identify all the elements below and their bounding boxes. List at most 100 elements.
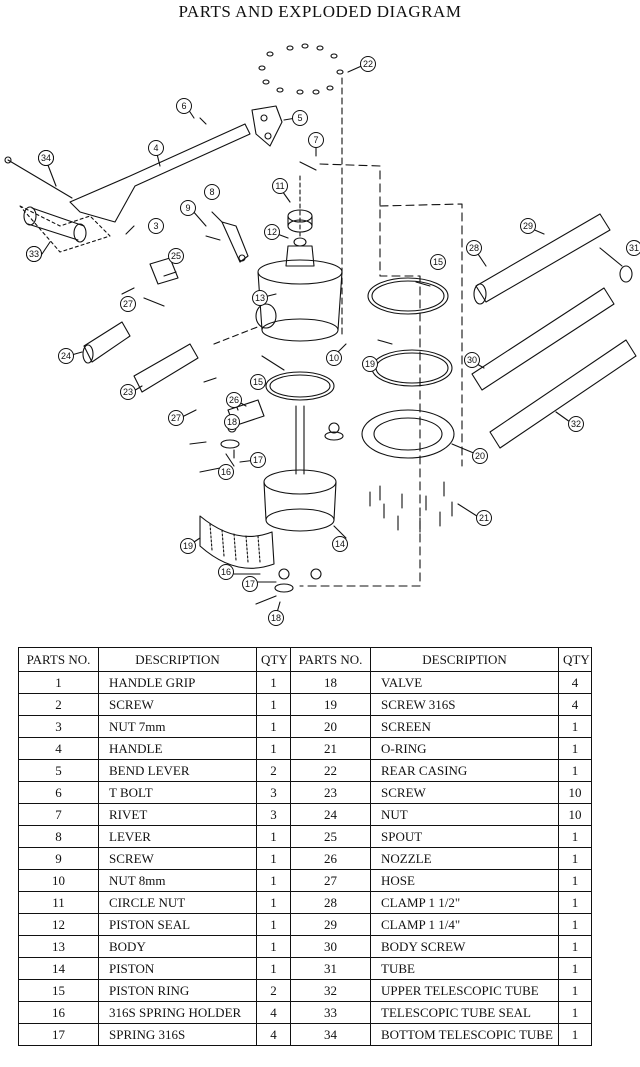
cell-description-2: SCREW 316S xyxy=(370,693,559,716)
cell-description-2: SPOUT xyxy=(370,825,559,848)
cell-parts-no-2: 33 xyxy=(290,1001,371,1024)
callout-label: 8 xyxy=(209,187,214,197)
cell-parts-no-2: 28 xyxy=(290,891,371,914)
cell-parts-no: 3 xyxy=(18,715,99,738)
cell-qty: 1 xyxy=(256,825,291,848)
callout-label: 18 xyxy=(227,417,237,427)
callout-16: 16 xyxy=(218,464,234,480)
callout-label: 19 xyxy=(183,541,193,551)
callout-label: 30 xyxy=(467,355,477,365)
cell-qty: 1 xyxy=(256,715,291,738)
cell-qty-2: 1 xyxy=(558,979,592,1002)
cell-parts-no: 17 xyxy=(18,1023,99,1046)
callout-label: 4 xyxy=(153,143,158,153)
cell-parts-no-2: 34 xyxy=(290,1023,371,1046)
callout-label: 29 xyxy=(523,221,533,231)
cell-description-2: TELESCOPIC TUBE SEAL xyxy=(370,1001,559,1024)
callout-20: 20 xyxy=(472,448,488,464)
callout-label: 19 xyxy=(365,359,375,369)
cell-description-2: NUT xyxy=(370,803,559,826)
cell-qty: 1 xyxy=(256,935,291,958)
callout-label: 3 xyxy=(153,221,158,231)
callout-label: 7 xyxy=(313,135,318,145)
cell-description-2: BODY SCREW xyxy=(370,935,559,958)
cell-qty-2: 1 xyxy=(558,847,592,870)
cell-parts-no: 13 xyxy=(18,935,99,958)
callout-6: 6 xyxy=(176,98,192,114)
callout-25: 25 xyxy=(168,248,184,264)
header-qty-2: QTY xyxy=(558,647,592,672)
callout-19: 19 xyxy=(180,538,196,554)
cell-description-2: CLAMP 1 1/4" xyxy=(370,913,559,936)
cell-description: RIVET xyxy=(98,803,257,826)
cell-description-2: HOSE xyxy=(370,869,559,892)
cell-qty-2: 10 xyxy=(558,803,592,826)
cell-qty-2: 1 xyxy=(558,935,592,958)
cell-parts-no: 4 xyxy=(18,737,99,760)
cell-description: CIRCLE NUT xyxy=(98,891,257,914)
callout-29: 29 xyxy=(520,218,536,234)
cell-description: PISTON SEAL xyxy=(98,913,257,936)
cell-qty: 4 xyxy=(256,1001,291,1024)
callout-label: 22 xyxy=(363,59,373,69)
callout-label: 28 xyxy=(469,243,479,253)
callout-18: 18 xyxy=(268,610,284,626)
cell-parts-no-2: 26 xyxy=(290,847,371,870)
cell-qty-2: 1 xyxy=(558,715,592,738)
cell-qty-2: 10 xyxy=(558,781,592,804)
parts-table: PARTS NO. DESCRIPTION QTY PARTS NO. DESC… xyxy=(18,647,592,1046)
cell-parts-no: 14 xyxy=(18,957,99,980)
cell-qty-2: 1 xyxy=(558,1023,592,1046)
cell-parts-no: 10 xyxy=(18,869,99,892)
cell-qty-2: 1 xyxy=(558,891,592,914)
callout-15: 15 xyxy=(250,374,266,390)
callout-label: 33 xyxy=(29,249,39,259)
callout-34: 34 xyxy=(38,150,54,166)
cell-qty: 1 xyxy=(256,913,291,936)
cell-qty: 2 xyxy=(256,759,291,782)
callout-label: 15 xyxy=(433,257,443,267)
callout-label: 34 xyxy=(41,153,51,163)
callout-label: 24 xyxy=(61,351,71,361)
callout-label: 27 xyxy=(171,413,181,423)
cell-parts-no-2: 20 xyxy=(290,715,371,738)
cell-parts-no-2: 32 xyxy=(290,979,371,1002)
header-parts-no: PARTS NO. xyxy=(18,647,99,672)
callout-28: 28 xyxy=(466,240,482,256)
cell-parts-no: 11 xyxy=(18,891,99,914)
header-parts-no-2: PARTS NO. xyxy=(290,647,371,672)
cell-description: HANDLE xyxy=(98,737,257,760)
cell-description: NUT 8mm xyxy=(98,869,257,892)
cell-qty: 1 xyxy=(256,671,291,694)
callout-31: 31 xyxy=(626,240,640,256)
cell-qty: 4 xyxy=(256,1023,291,1046)
cell-qty: 1 xyxy=(256,693,291,716)
cell-description-2: UPPER TELESCOPIC TUBE xyxy=(370,979,559,1002)
callout-21: 21 xyxy=(476,510,492,526)
callout-23: 23 xyxy=(120,384,136,400)
callout-5: 5 xyxy=(292,110,308,126)
callout-12: 12 xyxy=(264,224,280,240)
table-header-row: PARTS NO. DESCRIPTION QTY PARTS NO. DESC… xyxy=(18,647,592,672)
callout-22: 22 xyxy=(360,56,376,72)
callout-label: 6 xyxy=(181,101,186,111)
callout-label: 31 xyxy=(629,243,639,253)
callout-label: 18 xyxy=(271,613,281,623)
callout-27: 27 xyxy=(168,410,184,426)
callout-17: 17 xyxy=(242,576,258,592)
callout-label: 9 xyxy=(185,203,190,213)
cell-description: SCREW xyxy=(98,847,257,870)
cell-description-2: SCREEN xyxy=(370,715,559,738)
callout-label: 27 xyxy=(123,299,133,309)
cell-description: T BOLT xyxy=(98,781,257,804)
callout-7: 7 xyxy=(308,132,324,148)
cell-description: SPRING 316S xyxy=(98,1023,257,1046)
callout-label: 32 xyxy=(571,419,581,429)
